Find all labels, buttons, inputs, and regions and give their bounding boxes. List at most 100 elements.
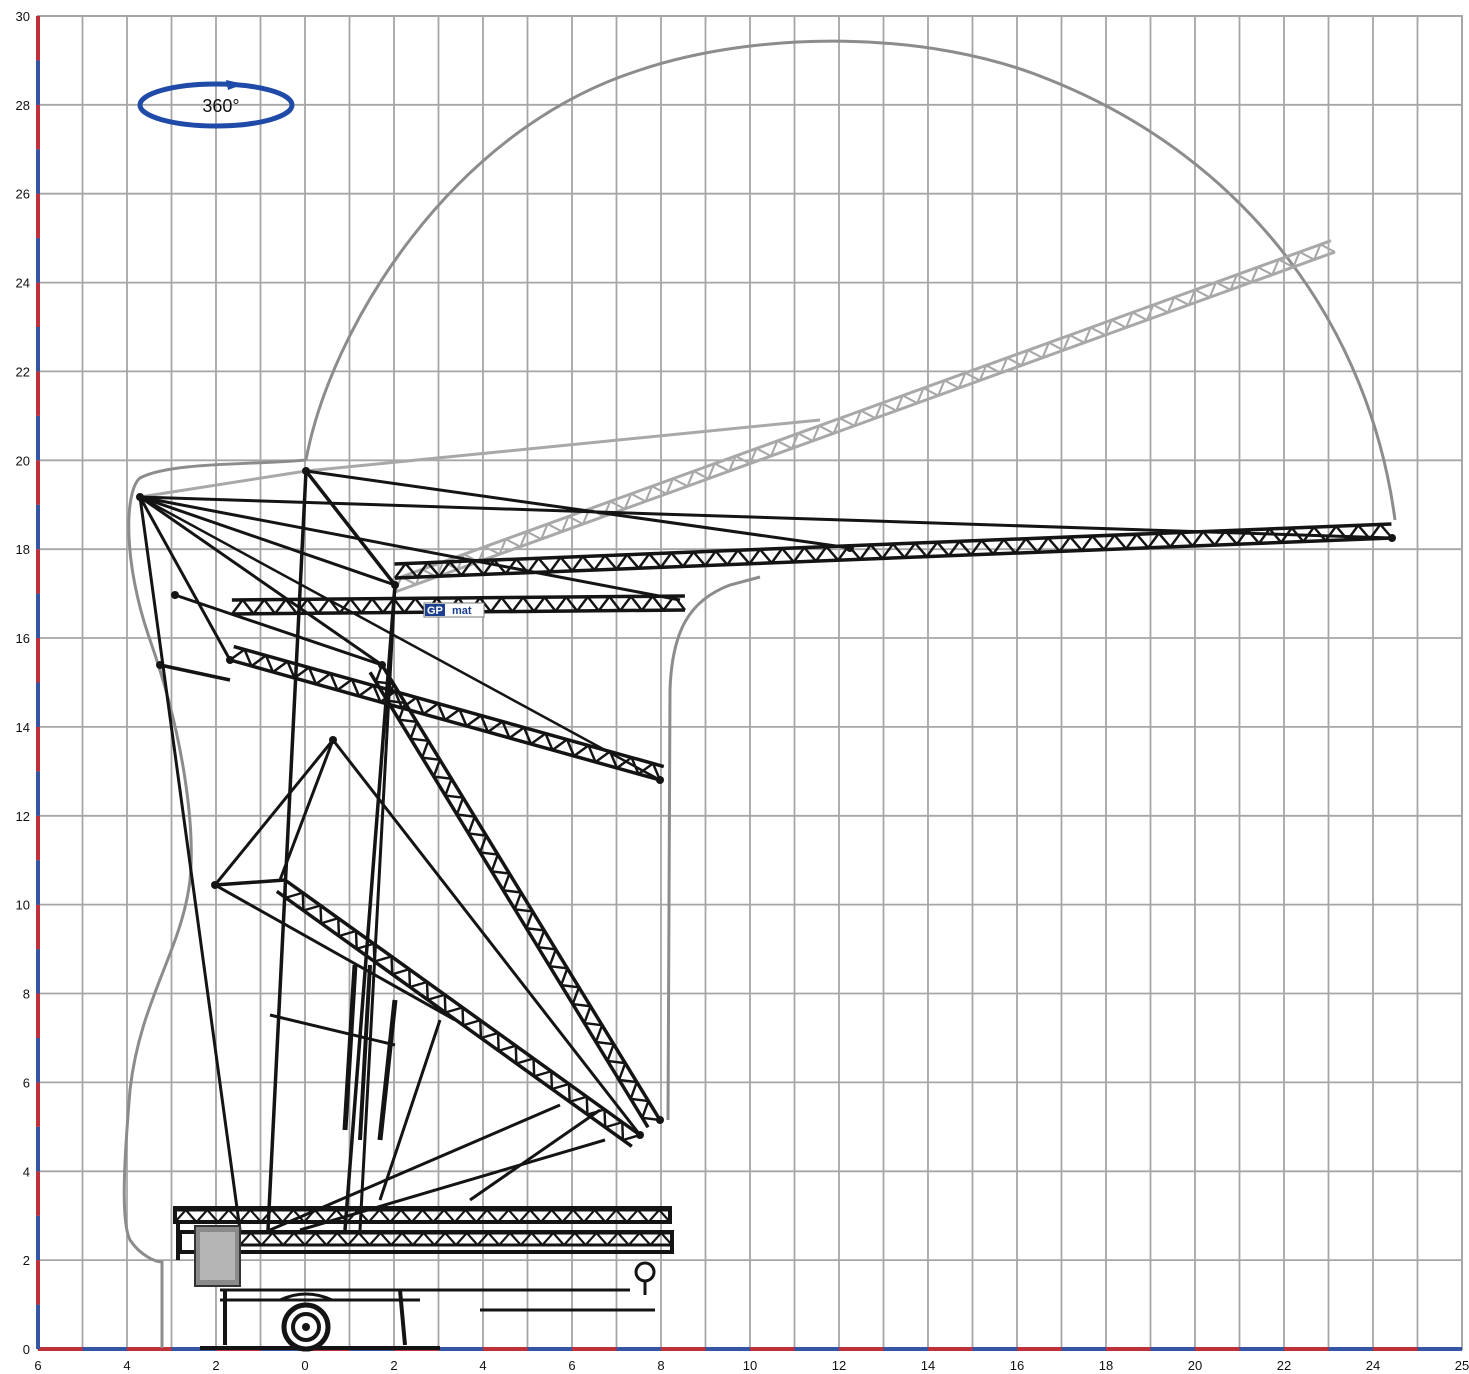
truss-lacing — [581, 555, 596, 571]
truss-lacing — [489, 596, 503, 613]
truss-lacing — [530, 1232, 544, 1246]
truss-lacing — [422, 702, 439, 715]
truss-lacing — [825, 545, 840, 562]
truss-lacing — [532, 1058, 536, 1077]
x-tick-label: 2 — [390, 1358, 397, 1373]
truss-lacing — [617, 1062, 627, 1081]
brace-line — [378, 1019, 442, 1201]
truss-lacing — [554, 596, 568, 612]
truss-lacing — [1258, 528, 1271, 545]
truss-lacing — [487, 720, 504, 733]
truss-lacing — [444, 1232, 457, 1246]
truss-lacing — [386, 683, 395, 702]
horizontal-jib-truss — [394, 522, 1393, 580]
truss-lacing — [641, 1100, 650, 1119]
truss-lacing — [415, 697, 425, 715]
truss-lacing — [736, 549, 751, 565]
truss-lacing — [541, 1232, 554, 1246]
truss-lacing — [615, 553, 629, 570]
truss-lacing — [479, 851, 498, 856]
truss-lacing — [549, 556, 562, 573]
truss-lacing — [567, 1083, 571, 1102]
truss-lacing — [338, 929, 357, 938]
truss-lacing — [672, 477, 688, 488]
truss-lacing — [923, 387, 939, 397]
truss-lacing — [726, 549, 739, 566]
x-tick-label: 18 — [1099, 1358, 1113, 1373]
truss-lacing — [458, 709, 468, 727]
mast-line — [266, 470, 308, 1231]
truss-lacing — [372, 943, 376, 962]
raised-jib-tie — [305, 418, 821, 473]
y-tick-label: 30 — [16, 9, 30, 24]
tie-line — [139, 495, 661, 782]
truss-lacing — [586, 596, 600, 612]
truss-lacing — [630, 1097, 649, 1103]
truss-lacing — [468, 832, 487, 837]
truss-lacing — [1006, 356, 1023, 367]
truss-lacing — [629, 1081, 638, 1100]
pivot-joint — [1388, 534, 1396, 542]
truss-lacing — [293, 1232, 306, 1246]
truss-lacing — [748, 548, 761, 565]
truss-lacing — [338, 598, 352, 614]
truss-lacing — [593, 554, 606, 571]
truss-lacing — [239, 1232, 252, 1246]
truss-lacing — [500, 596, 514, 613]
truss-lacing — [707, 463, 716, 480]
truss-lacing — [704, 550, 717, 567]
truss-lacing — [628, 1232, 641, 1246]
y-tick-label: 2 — [23, 1253, 30, 1268]
inclined-jib-truss — [229, 644, 665, 782]
truss-lacing — [583, 1005, 592, 1024]
truss-lacing — [391, 968, 410, 976]
truss-lacing — [626, 553, 640, 570]
y-tick-label: 6 — [23, 1075, 30, 1090]
truss-lacing — [1191, 530, 1205, 547]
truss-lacing — [619, 595, 632, 612]
truss-lacing — [509, 1232, 522, 1246]
truss-lacing — [526, 530, 542, 541]
truss-chord — [233, 644, 665, 769]
truss-lacing — [479, 1020, 483, 1039]
truss-lacing — [594, 1024, 604, 1043]
truss-lacing — [511, 596, 525, 613]
truss-lacing — [303, 904, 321, 912]
truss-lacing — [547, 523, 563, 533]
truss-lacing — [649, 1232, 662, 1246]
brand-logo-icon: GP mat — [423, 602, 485, 618]
truss-lacing — [651, 485, 668, 495]
truss-lacing — [563, 1232, 576, 1246]
truss-lacing — [604, 1121, 623, 1129]
truss-lacing — [274, 598, 287, 615]
y-tick-label: 18 — [16, 542, 30, 557]
truss-lacing — [859, 544, 872, 561]
truss-lacing — [480, 1031, 499, 1040]
truss-lacing — [368, 1232, 382, 1246]
tie-line — [139, 495, 1393, 540]
low-jib-truss — [275, 878, 642, 1148]
truss-lacing — [1312, 526, 1327, 542]
truss-lacing — [985, 364, 1002, 374]
truss-lacing — [608, 595, 622, 612]
pivot-joint — [391, 581, 399, 589]
truss-lacing — [571, 555, 584, 572]
truss-lacing — [1246, 528, 1260, 545]
pivot-joint — [846, 544, 854, 552]
truss-lacing — [1180, 531, 1194, 547]
truss-lacing — [252, 598, 266, 615]
truss-lacing — [530, 732, 547, 745]
truss-lacing — [398, 718, 417, 724]
truss-lacing — [404, 562, 419, 578]
rotation-label: 360° — [202, 96, 239, 116]
raised-jib — [139, 239, 1336, 594]
truss-lacing — [416, 561, 429, 578]
truss-lacing — [487, 1232, 500, 1246]
truss-lacing — [320, 917, 339, 925]
truss-lacing — [438, 561, 451, 577]
truss-lacing — [630, 492, 647, 503]
truss-lacing — [401, 1232, 414, 1246]
truss-lacing — [569, 1095, 588, 1103]
strut — [269, 1013, 396, 1047]
